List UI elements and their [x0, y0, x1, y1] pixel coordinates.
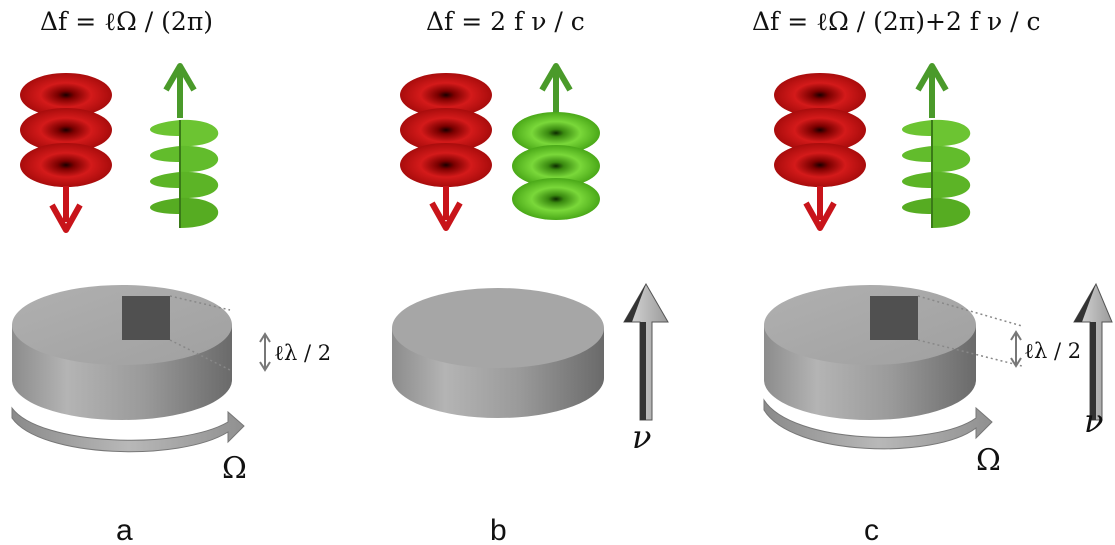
omega-symbol-c: Ω: [976, 443, 1001, 478]
incident-beam-a: [20, 73, 112, 233]
spiral-phase-disk-c: ℓλ / 2: [764, 285, 1081, 420]
incident-beam-b: [400, 73, 492, 231]
phase-step-notch-c: [870, 296, 918, 340]
reflected-beam-b: [512, 63, 600, 220]
formula-b: Δf = 2 f ν / c: [426, 7, 585, 36]
velocity-arrow-c: [1073, 282, 1113, 421]
panel-b: Δf = 2 f ν / c ν b: [392, 7, 669, 545]
formula-a: Δf = ℓΩ / (2π): [40, 7, 213, 36]
reflected-helical-beam-a: [150, 63, 219, 228]
spiral-phase-disk-a: ℓλ / 2: [12, 285, 331, 420]
panel-a: Δf = ℓΩ / (2π): [11, 7, 331, 545]
panel-label-a: a: [116, 514, 133, 545]
nu-symbol-c: ν: [1084, 402, 1103, 440]
omega-symbol-a: Ω: [222, 451, 247, 486]
formula-c: Δf = ℓΩ / (2π)+2 f ν / c: [752, 7, 1041, 36]
rotation-arrow-c: [763, 398, 993, 450]
panel-label-c: c: [864, 514, 879, 545]
mirror-disk-b: [392, 288, 604, 418]
nu-symbol-b: ν: [632, 418, 651, 456]
step-height-label-c: ℓλ / 2: [1024, 339, 1081, 363]
velocity-arrow-b: [623, 283, 669, 421]
rotation-arrow-a: [11, 406, 245, 453]
step-height-label-a: ℓλ / 2: [274, 341, 331, 365]
panel-c: Δf = ℓΩ / (2π)+2 f ν / c ℓ: [752, 7, 1113, 545]
panel-label-b: b: [490, 514, 507, 545]
reflected-helical-beam-c: [902, 63, 971, 228]
phase-step-notch: [122, 296, 170, 340]
incident-beam-c: [774, 73, 866, 231]
